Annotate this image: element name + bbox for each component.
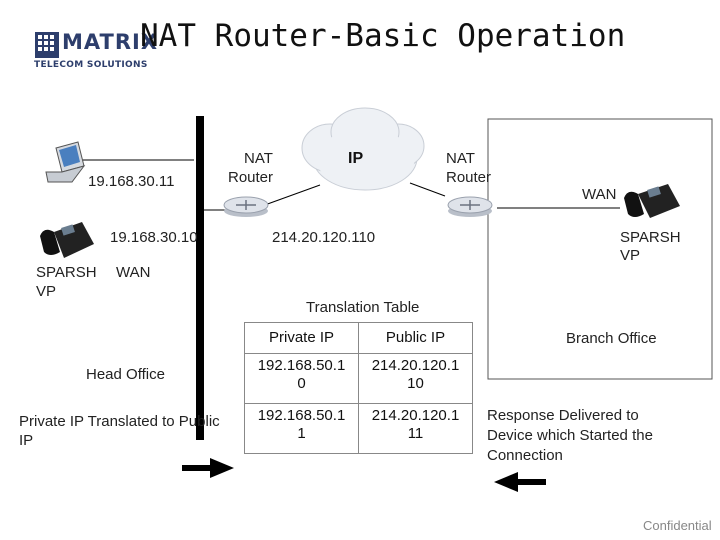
right-note-line1: Response Delivered to	[487, 407, 639, 424]
right-ip-phone-icon	[624, 184, 680, 218]
right-router-icon	[447, 196, 493, 217]
head-office-label: Head Office	[86, 366, 165, 383]
logo-tagline: TELECOM SOLUTIONS	[34, 60, 148, 70]
left-device-label-line2: VP	[36, 283, 57, 300]
head-office-divider	[196, 116, 204, 440]
page-title: NAT Router-Basic Operation	[140, 18, 626, 54]
right-device-label-line2: VP	[620, 247, 641, 264]
left-router-label-line2: Router	[228, 169, 274, 186]
left-note-line2: IP	[19, 432, 34, 449]
matrix-logo-icon	[35, 32, 59, 58]
branch-office-box	[487, 118, 713, 380]
branch-office-label: Branch Office	[566, 330, 657, 347]
left-router-icon	[223, 196, 269, 217]
right-device-label-line1: SPARSH	[620, 229, 681, 246]
footer-confidential: Confidential	[643, 518, 712, 533]
laptop-ip: 19.168.30.11	[88, 173, 175, 190]
router-to-cloud-right-line	[409, 182, 446, 197]
logo-brand: MATRIX	[62, 30, 159, 54]
left-router-label-line1: NAT	[244, 150, 273, 167]
left-device-label-line1: SPARSH	[36, 264, 97, 281]
left-note-line1: Private IP Translated to Public	[19, 413, 220, 430]
router-to-cloud-left-line	[261, 184, 321, 207]
translation-table-title: Translation Table	[306, 299, 420, 316]
right-router-label-line2: Router	[446, 169, 492, 186]
public-ip: 214.20.120.110	[272, 229, 376, 246]
right-arrow-icon	[182, 458, 234, 478]
left-phone-ip: 19.168.30.10	[110, 229, 198, 246]
table-header-private-ip: Private IP	[244, 322, 359, 354]
table-header-row: Private IP Public IP	[244, 322, 473, 354]
left-ip-phone-icon	[40, 222, 94, 258]
cloud-label: IP	[348, 150, 364, 167]
left-arrow-icon	[494, 472, 546, 492]
ip-cloud-icon	[301, 107, 425, 191]
left-wan-label: WAN	[116, 264, 151, 281]
laptop-icon	[45, 141, 86, 183]
right-router-label-line1: NAT	[446, 150, 475, 167]
right-note-line2: Device which Started the	[487, 427, 653, 444]
right-note-line3: Connection	[487, 447, 563, 464]
right-wan-label: WAN	[582, 186, 617, 203]
table-header-public-ip: Public IP	[358, 322, 473, 354]
